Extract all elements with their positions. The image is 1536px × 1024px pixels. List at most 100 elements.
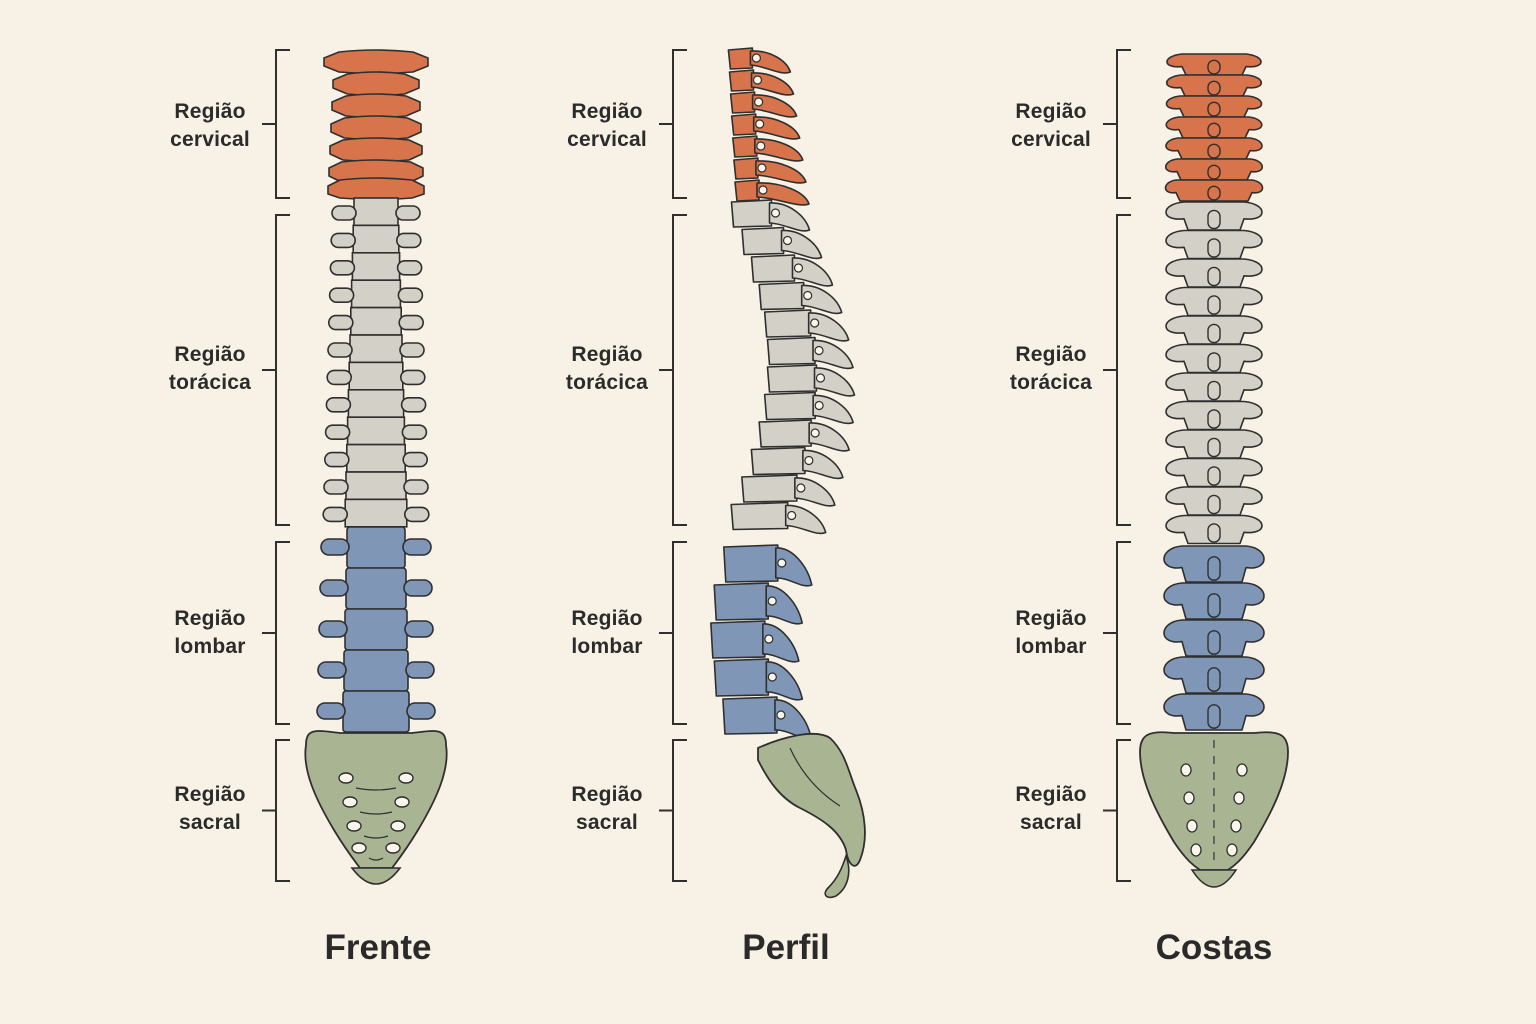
side-coccyx [824,853,850,899]
back-lumbar-vertebra-spinous [1207,630,1221,655]
side-thoracic-vertebra-foramen [815,373,826,383]
back-thoracic-vertebra-spinous [1207,380,1221,401]
side-thoracic-vertebra-process [807,312,850,342]
back-thoracic-vertebra-spinous [1207,266,1221,287]
front-lumbar-vertebra [346,526,406,569]
side-brackets [659,49,687,882]
side-thoracic-vertebra-process [812,339,854,370]
back-cervical-vertebra-spinous [1207,164,1221,180]
front-sacral-foramen [390,820,406,832]
front-bracket-lumbar [262,541,290,725]
side-thoracic-vertebra-body [766,336,816,366]
side-thoracic-vertebra-body [741,226,785,256]
front-thoracic-process [399,342,425,358]
front-lumbar-process [316,702,346,720]
side-lumbar-vertebra-process [765,661,804,701]
side-thoracic-vertebra-foramen [782,235,793,246]
front-sacral-ridge [368,857,384,861]
front-sacral-foramen [385,842,401,854]
view-title-back: Costas [1155,928,1273,967]
back-sacral-foramen [1236,763,1248,777]
side-cervical-vertebra-foramen [756,141,766,151]
side-thoracic-vertebra-body [758,281,805,311]
side-thoracic-vertebra-foramen [793,263,804,273]
back-bracket-thoracic [1103,214,1131,526]
front-cervical-vertebra [331,93,421,119]
side-thoracic-vertebra-foramen [810,318,820,328]
side-thoracic-vertebra-process [812,394,854,425]
back-cervical-vertebra-spinous [1207,143,1221,159]
side-cervical-vertebra-process [754,138,804,162]
side-cervical-vertebra-process [752,116,801,140]
front-thoracic-process [398,314,425,331]
front-thoracic-vertebra [353,197,399,227]
back-lumbar-vertebra-spinous [1207,667,1221,692]
side-thoracic-vertebra-process [813,367,856,397]
side-cervical-vertebra-process [751,94,798,118]
side-sacral-ridge [789,747,841,807]
front-thoracic-process [323,451,350,468]
side-thoracic-vertebra-body [730,199,773,228]
side-lumbar-vertebra-body [722,696,778,735]
back-thoracic-vertebra-spinous [1207,437,1221,458]
front-thoracic-vertebra [345,471,407,501]
side-thoracic-vertebra-foramen [814,400,824,411]
side-cervical-vertebra-process [750,72,795,96]
back-thoracic-vertebra-spinous [1207,352,1221,372]
front-lumbar-process [319,579,349,597]
front-coccyx [350,867,402,885]
front-thoracic-process [399,369,426,386]
back-bracket-cervical [1103,49,1131,199]
front-thoracic-process [403,506,430,523]
side-thoracic-vertebra-body [763,309,812,338]
back-sacral-foramen [1230,819,1242,833]
back-thoracic-vertebra-spinous [1207,409,1221,429]
back-sacral-foramen [1180,763,1192,777]
back-sacral-foramen [1186,819,1198,833]
front-thoracic-vertebra [347,388,405,418]
side-cervical-vertebra-process [756,182,810,206]
side-lumbar-vertebra-body [713,582,769,621]
front-cervical-vertebra [323,49,429,75]
front-thoracic-process [326,369,353,386]
front-thoracic-process [331,205,357,221]
back-thoracic-vertebra-spinous [1207,494,1221,515]
front-thoracic-process [330,232,357,249]
front-thoracic-process [329,259,356,276]
side-thoracic-vertebra-process [768,202,811,232]
front-lumbar-process [317,661,347,679]
front-thoracic-vertebra [349,306,402,336]
front-thoracic-vertebra [344,498,408,528]
front-sacral-foramen [338,772,354,784]
side-thoracic-vertebra-foramen [770,208,781,218]
side-thoracic-vertebra-foramen [803,290,813,301]
back-sacral-foramen [1190,843,1202,857]
front-thoracic-vertebra [349,334,403,364]
front-lumbar-vertebra [345,567,407,610]
front-sacrum [304,730,448,869]
side-lumbar-vertebra-foramen [767,596,777,606]
side-lumbar-vertebra-foramen [767,672,777,682]
front-lumbar-process [404,620,434,638]
back-cervical-vertebra-spinous [1207,185,1221,201]
front-thoracic-vertebra [351,252,401,282]
view-title-front: Frente [324,928,432,967]
front-spine [304,49,448,885]
front-lumbar-process [403,579,433,597]
side-spine [710,47,866,899]
front-lumbar-process [320,538,350,556]
back-bracket-lumbar [1103,541,1131,725]
back-thoracic-vertebra-spinous [1207,295,1221,315]
front-thoracic-vertebra [348,361,404,391]
front-thoracic-process [403,479,429,495]
side-cervical-vertebra-foramen [751,53,762,63]
side-thoracic-vertebra-foramen [796,483,806,493]
front-thoracic-process [327,314,354,331]
front-thoracic-process [323,479,349,495]
back-bracket-sacral [1103,739,1131,882]
side-sacrum [757,733,866,867]
